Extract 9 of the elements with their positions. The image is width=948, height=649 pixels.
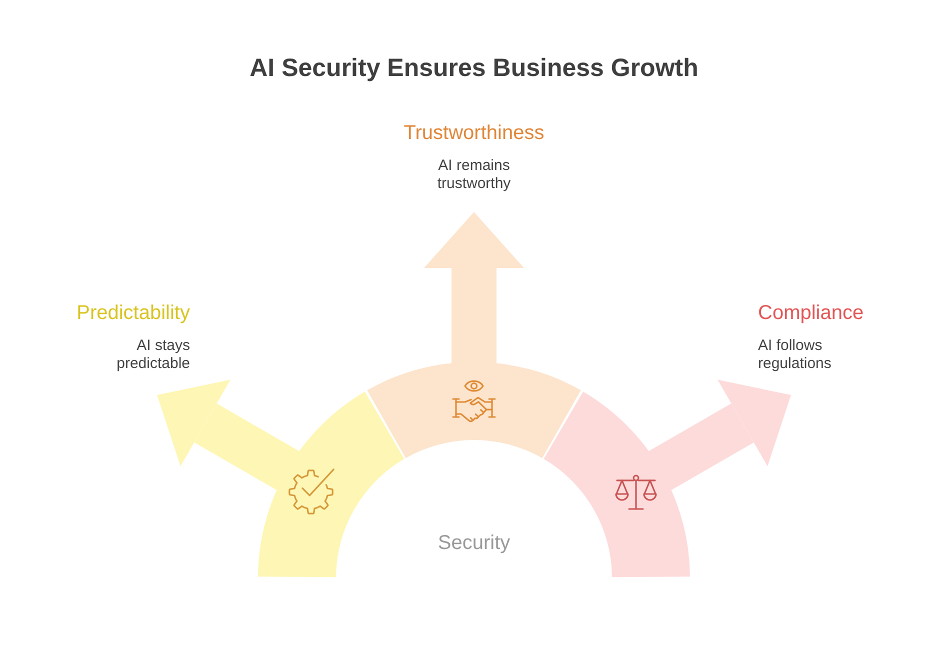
heading: Predictability: [76, 301, 190, 326]
description: AI follows regulations: [758, 337, 832, 373]
diagram-title: AI Security Ensures Business Growth: [250, 53, 698, 84]
description: AI stays predictable: [116, 337, 190, 373]
block-arrow: [648, 380, 791, 490]
heading: Compliance: [758, 301, 864, 326]
description: AI remains trustworthy: [436, 157, 512, 193]
heading: Trustworthiness: [404, 121, 544, 146]
center-label: Security: [438, 531, 510, 556]
